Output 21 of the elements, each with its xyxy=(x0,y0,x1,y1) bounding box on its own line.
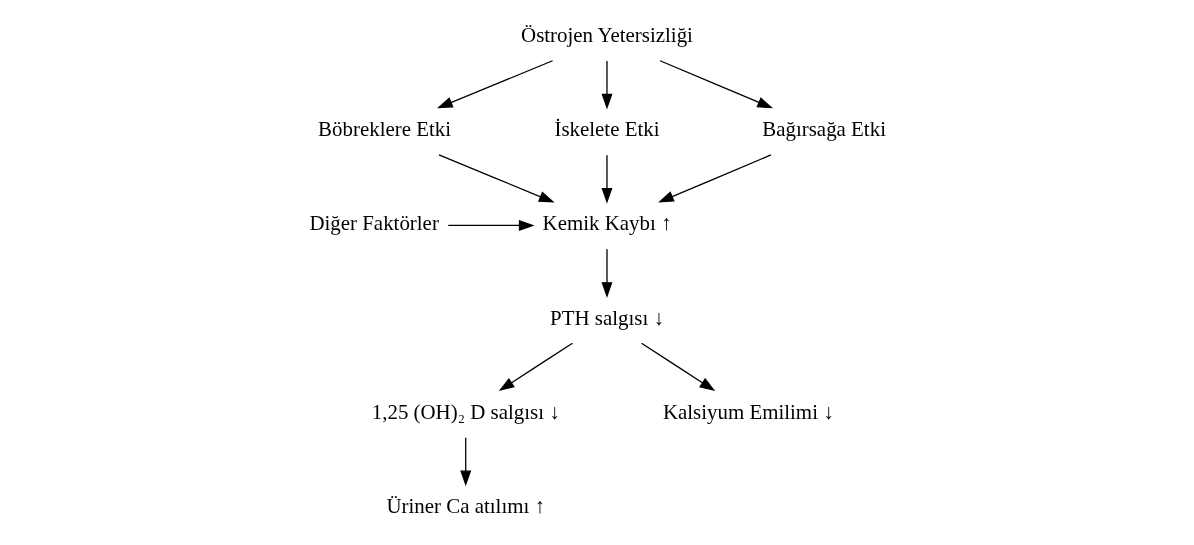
node-text: 1,25 (OH)₂ D salgısı ↓ xyxy=(371,399,560,424)
arrow xyxy=(447,219,535,231)
arrow xyxy=(640,342,715,392)
node-text: Böbreklere Etki xyxy=(317,117,451,142)
arrow xyxy=(436,60,553,109)
node-text: Kemik Kaybı ↑ xyxy=(542,211,671,236)
arrow xyxy=(459,437,471,487)
arrow xyxy=(437,154,555,203)
arrow xyxy=(498,342,573,392)
node-text: Kalsiyum Emilimi ↓ xyxy=(662,399,834,424)
node-text: PTH salgısı ↓ xyxy=(549,305,664,330)
node-text: İskelete Etki xyxy=(553,117,660,142)
arrow xyxy=(657,154,772,203)
node-text: Üriner Ca atılımı ↑ xyxy=(385,493,545,518)
node-text: Bağırsağa Etki xyxy=(761,117,886,142)
node-text: Östrojen Yetersizliği xyxy=(520,23,693,48)
arrow xyxy=(601,60,612,110)
arrow xyxy=(601,248,612,298)
arrow xyxy=(658,60,773,109)
node-text: Diğer Faktörler xyxy=(308,211,439,236)
arrow xyxy=(601,154,612,204)
